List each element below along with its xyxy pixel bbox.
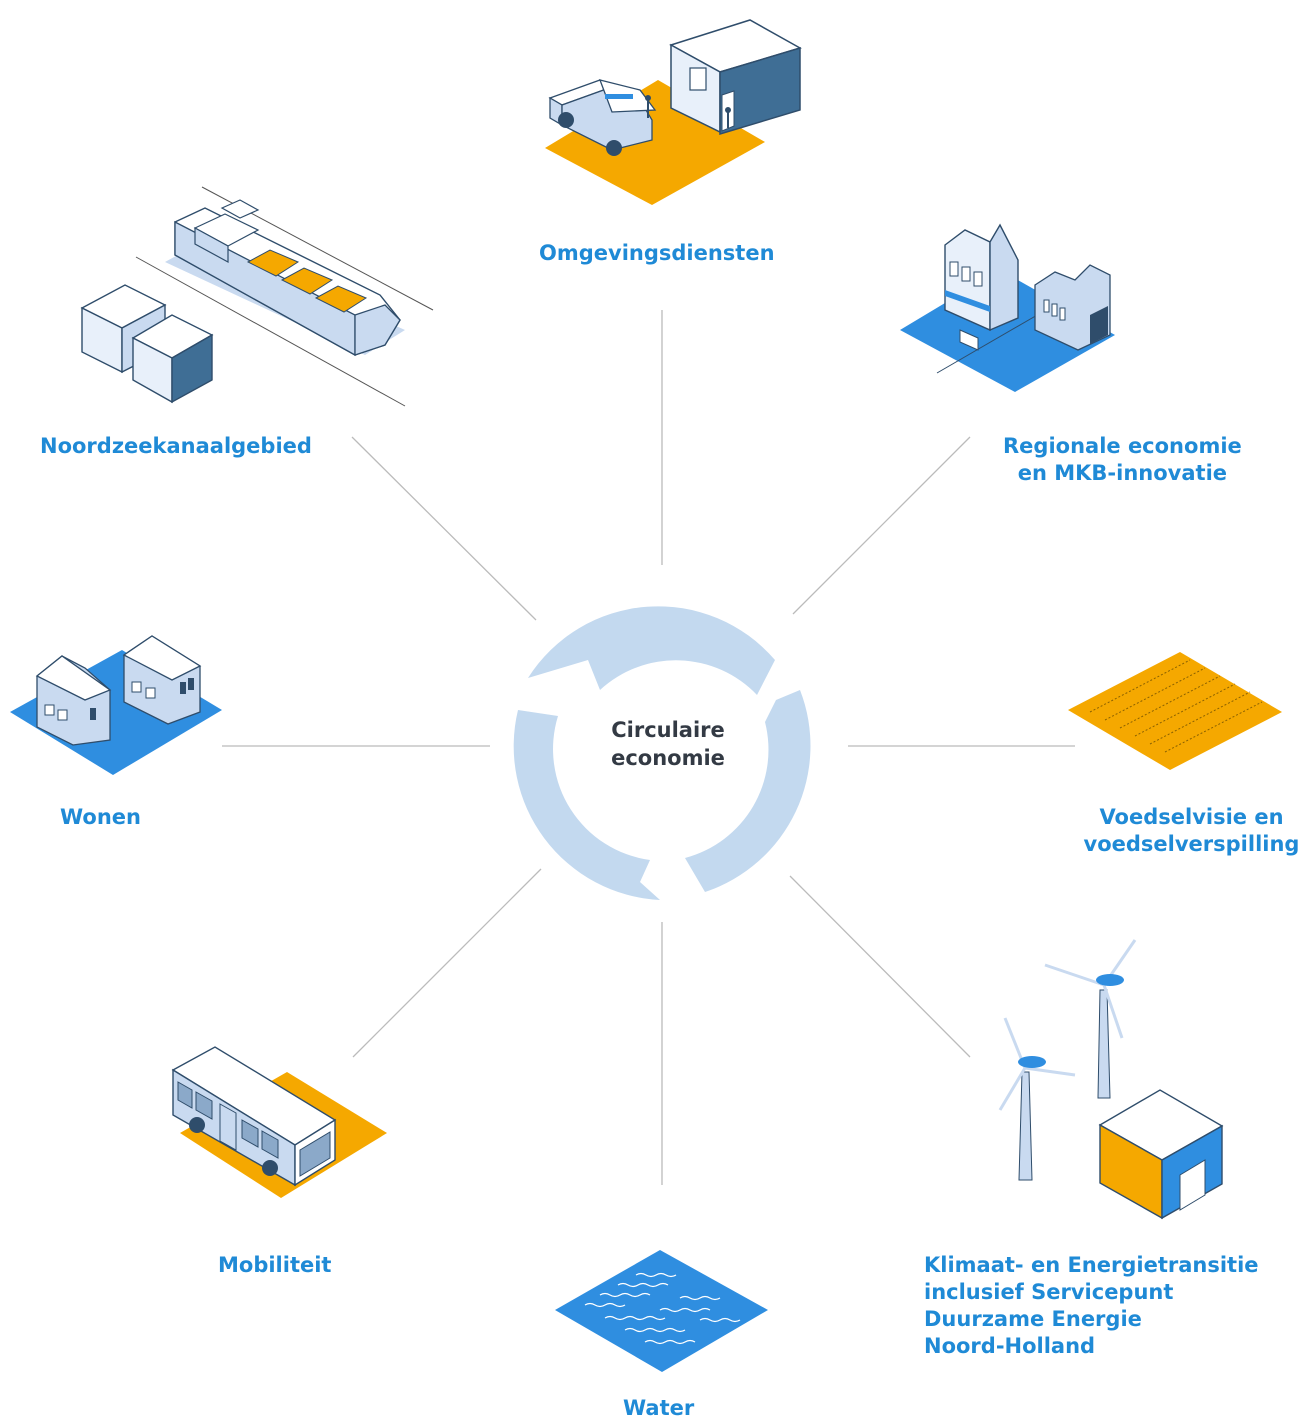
connector-lines <box>222 310 1075 1185</box>
connector-noordzeekanaal <box>351 436 537 621</box>
canal-house-factory-icon <box>900 223 1115 392</box>
label-klimaat-line3: Duurzame Energie <box>924 1307 1142 1331</box>
label-regionale-economie: Regionale economie en MKB-innovatie <box>1003 433 1242 487</box>
wind-turbines-icon <box>998 939 1224 1220</box>
center-label-line1: Circulaire <box>611 718 725 742</box>
label-wonen: Wonen <box>60 804 141 831</box>
label-noordzeekanaalgebied-text: Noordzeekanaalgebied <box>40 434 312 458</box>
label-regionale-line1: Regionale economie <box>1003 434 1242 458</box>
label-klimaat-line2: inclusief Servicepunt <box>924 1280 1174 1304</box>
label-mobiliteit-text: Mobiliteit <box>218 1253 332 1277</box>
center-label: Circulaire economie <box>568 716 768 772</box>
connector-klimaat <box>789 875 971 1058</box>
label-voedsel-line1: Voedselvisie en <box>1099 805 1284 829</box>
ship-containers-icon <box>80 186 434 407</box>
bus-icon <box>171 1046 387 1198</box>
label-regionale-line2: en MKB-innovatie <box>1017 461 1228 485</box>
label-wonen-text: Wonen <box>60 805 141 829</box>
houses-icon <box>10 635 222 775</box>
label-klimaat-line1: Klimaat- en Energietransitie <box>924 1253 1259 1277</box>
connector-regionale <box>792 436 971 615</box>
label-voedsel-line2: voedselverspilling <box>1083 832 1300 856</box>
label-noordzeekanaalgebied: Noordzeekanaalgebied <box>40 433 312 460</box>
water-waves-icon <box>555 1250 768 1372</box>
label-klimaat: Klimaat- en Energietransitie inclusief S… <box>924 1252 1259 1360</box>
label-klimaat-line4: Noord-Holland <box>924 1334 1096 1358</box>
label-voedsel: Voedselvisie en voedselverspilling <box>1073 804 1310 858</box>
label-mobiliteit: Mobiliteit <box>218 1252 331 1279</box>
label-omgevingsdiensten-text: Omgevingsdiensten <box>539 241 775 265</box>
center-label-line2: economie <box>611 746 725 770</box>
label-water-text: Water <box>623 1396 695 1420</box>
connector-mobiliteit <box>352 868 542 1058</box>
label-omgevingsdiensten: Omgevingsdiensten <box>539 240 775 267</box>
truck-building-icon <box>545 19 802 205</box>
recycle-ring-icon <box>513 606 811 900</box>
label-water: Water <box>623 1395 694 1422</box>
crop-field-icon <box>1068 652 1282 770</box>
